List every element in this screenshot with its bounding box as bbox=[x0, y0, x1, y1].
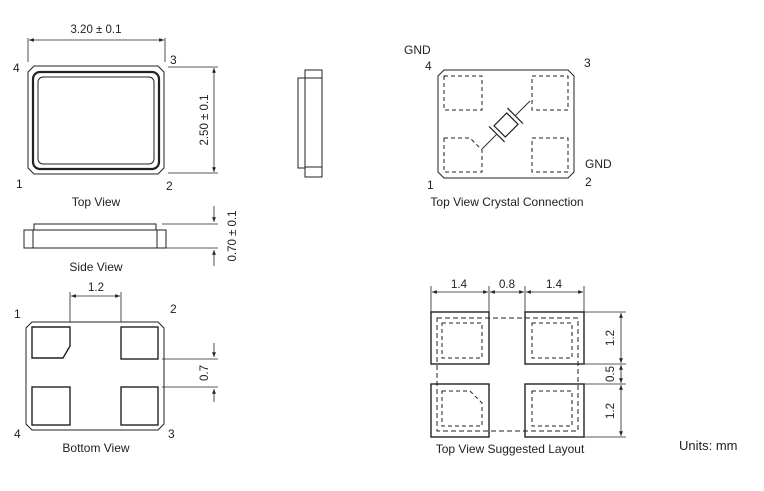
layout-dim-pad-h-top: 1.2 bbox=[605, 330, 617, 346]
crystal-pad-3 bbox=[531, 75, 569, 111]
top-pin-2: 2 bbox=[166, 179, 173, 193]
layout-land-top-left bbox=[430, 311, 490, 365]
bottom-pad-dim: 0.7 bbox=[199, 365, 211, 381]
bottom-pitch-dim: 1.2 bbox=[88, 282, 104, 294]
layout-dim-pad-w-left: 1.4 bbox=[451, 279, 468, 291]
suggested-layout-view: 1.4 0.8 1.4 1.2 0.5 1.2 Top View Suggest… bbox=[430, 279, 626, 456]
bottom-pin-2: 2 bbox=[170, 302, 177, 316]
layout-dim-pad-w-right: 1.4 bbox=[546, 279, 563, 291]
side-view-caption: Side View bbox=[69, 260, 122, 274]
crystal-gnd-top: GND bbox=[404, 43, 431, 57]
top-pin-4: 4 bbox=[13, 61, 20, 75]
layout-land-bottom-right bbox=[524, 383, 585, 438]
bottom-view-caption: Bottom View bbox=[62, 441, 129, 455]
bottom-view: 1.2 0.7 1 2 4 3 Bottom View bbox=[14, 282, 218, 455]
crystal-gnd-bottom: GND bbox=[585, 157, 612, 171]
layout-package-outline bbox=[436, 317, 579, 432]
top-pin-3: 3 bbox=[170, 53, 177, 67]
side-view-lid bbox=[33, 223, 157, 231]
units-label: Units: mm bbox=[679, 438, 738, 453]
crystal-symbol bbox=[481, 100, 531, 150]
crystal-pad-2 bbox=[531, 137, 569, 173]
bottom-pin-3: 3 bbox=[168, 427, 175, 441]
bottom-pad-2 bbox=[120, 326, 159, 360]
bottom-pad-3 bbox=[120, 386, 159, 426]
bottom-pad-4 bbox=[31, 386, 71, 426]
crystal-connection-caption: Top View Crystal Connection bbox=[430, 195, 583, 209]
side-view-body bbox=[23, 229, 167, 249]
layout-dim-gap-v: 0.5 bbox=[605, 366, 617, 382]
crystal-pad-1 bbox=[443, 137, 483, 173]
end-view bbox=[297, 69, 323, 178]
crystal-pin-3: 3 bbox=[584, 56, 591, 70]
side-thickness-dim: 0.70 ± 0.1 bbox=[227, 210, 239, 261]
bottom-pad-1 bbox=[31, 326, 71, 359]
bottom-pin-4: 4 bbox=[14, 427, 21, 441]
top-view-caption: Top View bbox=[72, 195, 121, 209]
crystal-connection-view: GND 4 3 GND 1 2 Top View Crystal Connect… bbox=[404, 43, 612, 209]
layout-land-top-right bbox=[524, 311, 585, 365]
side-view: 0.70 ± 0.1 Side View bbox=[23, 206, 239, 274]
layout-dim-pad-h-bottom: 1.2 bbox=[605, 403, 617, 419]
crystal-pad-4 bbox=[443, 75, 483, 111]
top-view-lid bbox=[31, 70, 161, 171]
top-pin-1: 1 bbox=[16, 177, 23, 191]
bottom-pin-1: 1 bbox=[14, 307, 21, 321]
top-width-dim: 3.20 ± 0.1 bbox=[70, 24, 121, 36]
layout-dim-gap: 0.8 bbox=[499, 279, 515, 291]
crystal-pin-2: 2 bbox=[585, 175, 592, 189]
layout-land-bottom-left bbox=[430, 383, 490, 438]
top-view: 3.20 ± 0.1 2.50 ± 0.1 4 3 1 2 Top View bbox=[13, 24, 218, 209]
crystal-pin-1: 1 bbox=[427, 178, 434, 192]
suggested-layout-caption: Top View Suggested Layout bbox=[436, 442, 585, 456]
top-height-dim: 2.50 ± 0.1 bbox=[199, 94, 211, 145]
crystal-pin-4: 4 bbox=[425, 59, 432, 73]
